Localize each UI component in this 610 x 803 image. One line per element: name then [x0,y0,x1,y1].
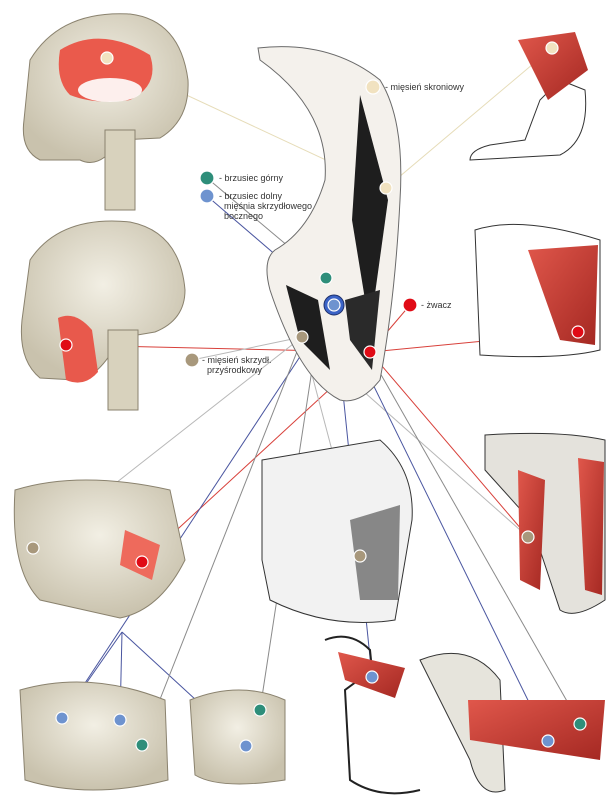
skull-masseter [21,221,185,410]
medial-pterygoid-dot [522,531,534,543]
lower-head-dot [114,714,126,726]
medial-pterygoid-dot [354,550,366,562]
masseter-dot [572,326,584,338]
coronal-section [258,47,401,401]
upper-head-dot [320,272,332,284]
upper-head-dot [574,718,586,730]
label-medial-pterygoid-line1: - mięsień skrzydł. [202,355,272,365]
masseter-dot [364,346,376,358]
label-upper-head-text: - brzusiec górny [219,173,283,183]
lower-head-dot [56,712,68,724]
jaw-lateral-pterygoid [325,637,605,794]
label-upper-head: - brzusiec górny [219,173,283,183]
upper-head-legend-dot [200,171,214,185]
medial-pterygoid-dot [296,331,308,343]
jaw-temporalis [470,32,588,160]
label-lower-head-line1: - brzusiec dolny [219,191,312,201]
lower-head-dot [328,299,340,311]
label-temporalis: - mięsień skroniowy [385,82,464,92]
temporalis-dot [101,52,113,64]
temporalis-dot [546,42,558,54]
upper-head-dot [136,739,148,751]
lower-head-legend-dot [200,189,214,203]
skull-base-pair [20,682,285,790]
upper-head-dot [254,704,266,716]
temporalis-dot [380,182,392,194]
skull-base-lateral [14,480,185,618]
temporalis-legend-dot [366,80,380,94]
lower-head-dot [542,735,554,747]
label-lower-head: - brzusiec dolny mięśnia skrzydłowego bo… [219,191,312,221]
label-medial-pterygoid: - mięsień skrzydł. przyśrodkowy [202,355,272,375]
mandible-medial [485,433,605,613]
label-lower-head-line2: mięśnia skrzydłowego [219,201,312,211]
medial-pterygoid-legend-dot [185,353,199,367]
skull-temporalis [23,14,188,210]
lower-head-dot [366,671,378,683]
label-masseter: - żwacz [421,300,452,310]
label-masseter-text: - żwacz [421,300,452,310]
label-medial-pterygoid-line2: przyśrodkowy [202,365,272,375]
center-skull [262,440,412,623]
label-lower-head-line3: bocznego [219,211,312,221]
masseter-legend-dot [403,298,417,312]
masseter-dot [136,556,148,568]
lower-head-dot [240,740,252,752]
label-temporalis-text: - mięsień skroniowy [385,82,464,92]
masseter-dot [60,339,72,351]
medial-pterygoid-dot [27,542,39,554]
